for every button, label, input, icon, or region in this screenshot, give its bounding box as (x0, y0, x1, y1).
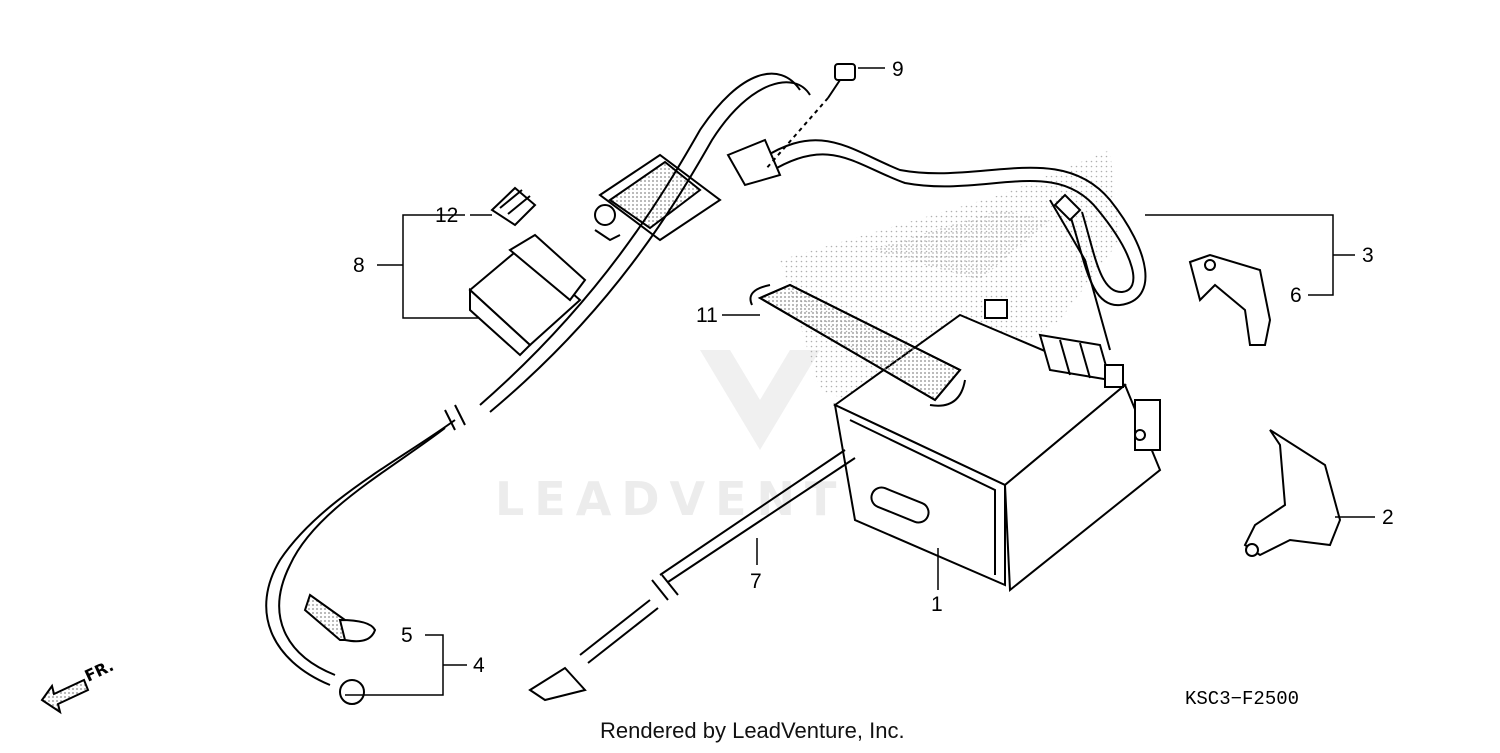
callout-11: 11 (696, 304, 718, 327)
callout-4: 4 (473, 654, 485, 677)
callouts: 1 2 3 4 5 6 7 8 9 11 12 (353, 58, 1394, 677)
callout-12: 12 (435, 204, 458, 227)
footer-credit: Rendered by LeadVenture, Inc. (600, 718, 905, 743)
direction-label: FR. (82, 656, 117, 686)
callout-1: 1 (931, 593, 943, 616)
callout-5: 5 (401, 624, 413, 647)
leader-lines (345, 67, 1375, 696)
callout-8: 8 (353, 254, 365, 277)
front-arrow-icon: FR. (40, 656, 117, 715)
main-cable (759, 139, 1147, 351)
callout-3: 3 (1362, 244, 1374, 267)
ground-cable (265, 72, 811, 705)
cable-clamp (594, 138, 782, 242)
starter-relay (468, 186, 587, 357)
part-code: KSC3−F2500 (1185, 688, 1299, 710)
terminal-cover (303, 593, 377, 643)
battery-holder (1243, 429, 1342, 557)
terminal-bolt (1188, 253, 1272, 346)
callout-6: 6 (1290, 284, 1302, 307)
screw (764, 63, 856, 171)
callout-7: 7 (750, 570, 762, 593)
callout-2: 2 (1382, 506, 1394, 529)
battery-band (749, 283, 966, 407)
callout-9: 9 (892, 58, 904, 81)
sub-cable (528, 449, 856, 702)
